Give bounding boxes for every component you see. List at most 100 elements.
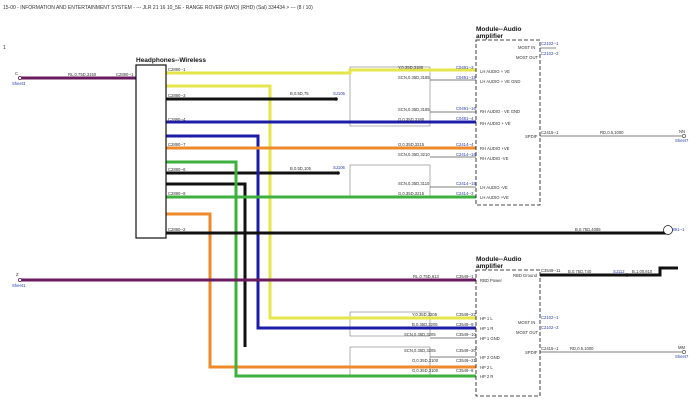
amp-top-conn-3: C0491--16 (456, 106, 476, 111)
wire-orange-2 (166, 212, 476, 369)
label-b3: B,0.35D,3205 (412, 322, 438, 327)
label-scn4: SCN,0.35D,3110 (398, 181, 430, 186)
label-b-gnd: B,0.75D,740 (568, 269, 592, 274)
amp-bot-pin-hp2r: HP 2 R (480, 374, 493, 379)
amp-bot-conn-spdif: C2415--1 (541, 346, 559, 351)
hp-pin-7: C2890--7 (168, 142, 186, 147)
hp-pin-1: C2890--1 (168, 67, 186, 72)
amp-top-conn-7: C2414--15 (456, 181, 476, 186)
amp-top-conn-most-out: C2102--2 (541, 51, 559, 56)
offpage-mm[interactable]: MM (678, 345, 685, 350)
amp-top-pin-spdif: SPDIF (525, 134, 538, 139)
amp-bot-conn-22: C3549--22 (456, 312, 476, 317)
label-rd-top: RD,0.5,1000 (600, 130, 624, 135)
amp-top-conn-6: C2414--16 (456, 152, 476, 157)
amp-bot-pin-rbd-power: RBD Power (480, 278, 502, 283)
amp-top-pin-most-in: MOST IN (518, 45, 535, 50)
amp-top-box[interactable] (475, 39, 541, 206)
amp-top-pin-most-out: MOST OUT (516, 55, 538, 60)
amp-top-title: Module--Audio (476, 26, 522, 33)
amp-top-conn-5: C2414--4 (456, 142, 474, 147)
offpage-z-dot (17, 277, 22, 282)
amp-top-pin-9: LH AUDIO -VE (480, 185, 508, 190)
splice-sj106: SJ106 (333, 165, 346, 170)
amp-top-conn-1: C0491--3 (456, 65, 474, 70)
label-g1: G,0.35D,3180 (398, 117, 425, 122)
amp-top-pin-2: LH AUDIO + VE (480, 69, 510, 74)
splice-dot-3 (625, 273, 629, 277)
amp-top-conn-2: C0491--15 (456, 75, 476, 80)
headphones-box[interactable] (135, 64, 167, 239)
left-margin-label: 1 (3, 45, 6, 51)
offpage-mm-dot (682, 350, 686, 354)
offpage-mm-sheet[interactable]: Sheet7 (675, 354, 689, 359)
splice-sj112: SJ112 (613, 269, 625, 274)
hp-pin-2: C2890--2 (168, 227, 186, 232)
amp-bottom-box[interactable] (475, 269, 541, 397)
label-scn2: SCN,0.35D,3185 (398, 107, 430, 112)
amp-top-conn-4: C0491--4 (456, 116, 474, 121)
connector-c2891[interactable] (663, 225, 673, 235)
label-scn3: SCN,0.35D,3210 (398, 152, 430, 157)
amp-bot-pin-hp1l: HP 1 L (480, 316, 493, 321)
label-scn6: SCN,0.35D,3205 (404, 348, 436, 353)
hp-pin-6: C2890--6 (168, 167, 186, 172)
amp-bot-conn-1: C3549--1 (456, 274, 474, 279)
label-y1: Y,0.35D,3180 (398, 65, 424, 70)
offpage-c-sheet[interactable]: Sheet3 (12, 81, 26, 86)
label-c2890-1: C2890--1 (116, 72, 134, 77)
headphones-title: Headphones--Wireless (136, 57, 206, 64)
amp-bot-pin-hp2gnd: HP 2 GND (480, 355, 500, 360)
amp-bot-pin-hp1r: HP 1 R (480, 326, 493, 331)
splice-dot-2 (336, 171, 340, 175)
wire-green-1 (166, 160, 476, 378)
label-b-gnd2: B,1.00,810 (632, 269, 653, 274)
amp-bot-pin-most-in: MOST IN (518, 320, 535, 325)
amp-bottom-title: Module--Audio (476, 256, 522, 263)
amp-bot-conn-8: C3549--8 (456, 368, 474, 373)
label-rd-bottom: RD,0.5,1000 (570, 346, 594, 351)
hp-pin-4: C2890--4 (168, 117, 186, 122)
label-g3: G,0.35D,3100 (412, 368, 439, 373)
page-header: 15-00 - INFORMATION AND ENTERTAINMENT SY… (3, 5, 313, 11)
amp-bot-pin-hp1gnd: HP 1 GND (480, 336, 500, 341)
svg-text:amplifier: amplifier (476, 263, 504, 270)
wire-black-3 (166, 182, 247, 347)
offpage-z-sheet[interactable]: Sheet1 (12, 283, 26, 288)
wire-yellow-2 (166, 84, 476, 320)
label-rl-top: RL,0.75D,3150 (68, 72, 97, 77)
amp-top-pin-7: RH AUDIO +VE (480, 146, 510, 151)
wire-yellow-1 (166, 68, 476, 75)
label-b1: B,0.5D,75 (290, 91, 309, 96)
offpage-z[interactable]: Z (16, 272, 19, 277)
offpage-c[interactable]: C (15, 71, 18, 76)
offpage-nn[interactable]: NN (679, 129, 685, 134)
amp-top-conn-most-in: C2102--1 (541, 41, 559, 46)
amp-top-conn-8: C2414--3 (456, 191, 474, 196)
label-o1: O,0.35D,3215 (398, 142, 425, 147)
label-o2: O,0.35D,3100 (412, 358, 439, 363)
amp-bot-pin-rbd-ground: RBD Ground (513, 273, 538, 278)
amp-top-pin-8: RH AUDIO -VE (480, 156, 509, 161)
amp-top-pin-5: RH AUDIO + VE (480, 121, 511, 126)
label-c2891: C2891--1 (667, 227, 685, 232)
label-rl-bottom: RL,0.75D,613 (413, 274, 440, 279)
wire-black-ground (540, 266, 678, 277)
shield-box-1 (349, 66, 431, 127)
amp-top-conn-spdif: C2415--1 (541, 130, 559, 135)
amp-bot-conn-most-out: C2102--2 (541, 325, 559, 330)
amp-top-pin-3: LH AUDIO + VE GND (480, 79, 520, 84)
amp-bot-conn-21: C3549--21 (456, 358, 476, 363)
amp-bot-conn-most-in: C2102--1 (541, 315, 559, 320)
label-scn5: SCN,0.35D,3205 (404, 332, 436, 337)
label-b-long: B,0.75D,4085 (575, 227, 601, 232)
amp-bot-pin-hp2l: HP 2 L (480, 365, 493, 370)
splice-dot-1 (334, 97, 338, 101)
label-y2: Y,0.35D,3205 (412, 312, 438, 317)
offpage-nn-dot (682, 134, 686, 138)
offpage-c-dot (17, 76, 22, 81)
hp-pin-3: C2890--3 (168, 93, 186, 98)
label-g2: G,0.35D,3215 (398, 191, 425, 196)
offpage-nn-sheet[interactable]: Sheet7 (675, 138, 689, 143)
